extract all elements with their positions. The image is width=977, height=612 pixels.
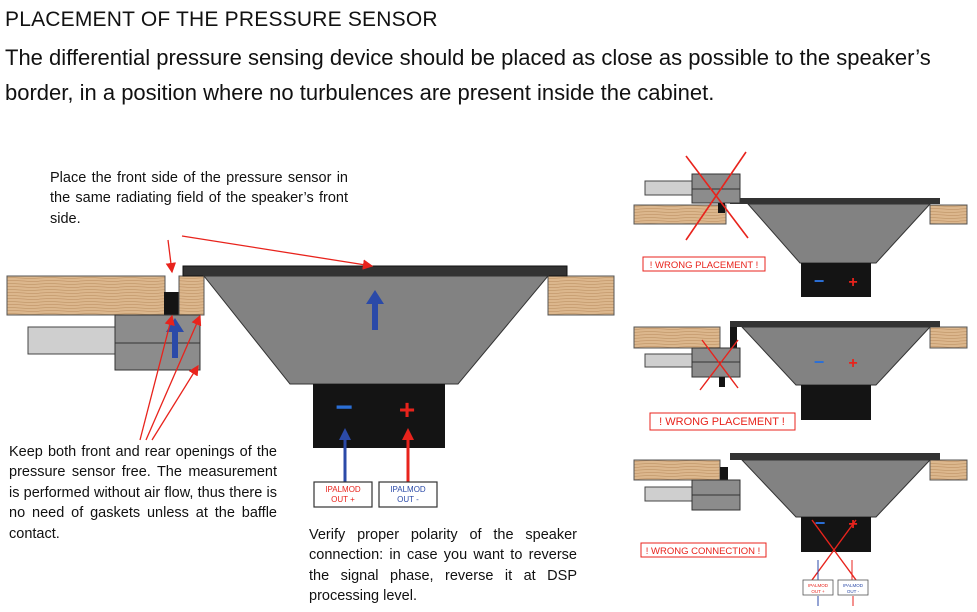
ipalmod-out-plus-line1: IPALMOD — [325, 485, 361, 494]
svg-text:IPALMOD: IPALMOD — [808, 583, 829, 588]
airflow-arrow-icon — [366, 290, 384, 330]
sensor-tube — [27, 326, 117, 355]
svg-text:IPALMOD: IPALMOD — [843, 583, 864, 588]
sensor-front-port — [164, 292, 180, 316]
ipalmod-out-minus-line1: IPALMOD — [390, 485, 426, 494]
callout-openings: Keep both front and rear openings of the… — [9, 444, 277, 542]
intro-paragraph: The differential pressure sensing device… — [5, 45, 931, 105]
baffle-right-wood — [547, 275, 615, 316]
svg-text:−: − — [815, 513, 826, 533]
wrong-placement-label-1: ! WRONG PLACEMENT ! — [650, 260, 759, 271]
ipalmod-out-minus-box — [378, 481, 438, 508]
baffle-inner-wood — [178, 275, 205, 316]
ipalmod-out-minus-line2: OUT - — [397, 495, 419, 504]
wrong-connection-diagram: − + ! WRONG CONNECTION ! IPALMOD OUT + I… — [633, 453, 968, 606]
pressure-sensor — [27, 314, 201, 371]
ipalmod-out-plus-line2: OUT + — [331, 495, 355, 504]
page-title: PLACEMENT OF THE PRESSURE SENSOR — [5, 8, 438, 31]
wrong-placement-diagram-2: − + ! WRONG PLACEMENT ! — [633, 321, 968, 431]
svg-text:−: − — [814, 271, 825, 291]
svg-text:OUT +: OUT + — [811, 589, 825, 594]
wire-negative-arrow-icon — [339, 428, 351, 440]
svg-text:OUT -: OUT - — [847, 589, 860, 594]
svg-text:−: − — [814, 352, 825, 372]
main-speaker-diagram: − + IPALMOD OUT + IPALMOD OUT - — [6, 235, 615, 508]
svg-text:+: + — [848, 355, 857, 372]
wrong-placement-label-2: ! WRONG PLACEMENT ! — [659, 416, 785, 428]
wire-positive-arrow-icon — [402, 428, 414, 440]
ipalmod-out-plus-box — [313, 481, 373, 508]
wrong-connection-label: ! WRONG CONNECTION ! — [646, 546, 761, 557]
speaker-flange — [182, 265, 568, 277]
callout-front-side: Place the front side of the pressure sen… — [50, 170, 348, 227]
baffle-left-wood — [6, 275, 166, 316]
speaker-magnet — [313, 384, 445, 448]
terminal-minus-symbol: − — [335, 391, 353, 424]
callout-polarity: Verify proper polarity of the speaker co… — [309, 527, 577, 605]
wrong-placement-diagram-1: − + ! WRONG PLACEMENT ! — [633, 151, 968, 297]
svg-text:+: + — [848, 274, 857, 291]
annotation-arrows — [139, 235, 374, 441]
terminal-plus-symbol: + — [399, 394, 415, 425]
